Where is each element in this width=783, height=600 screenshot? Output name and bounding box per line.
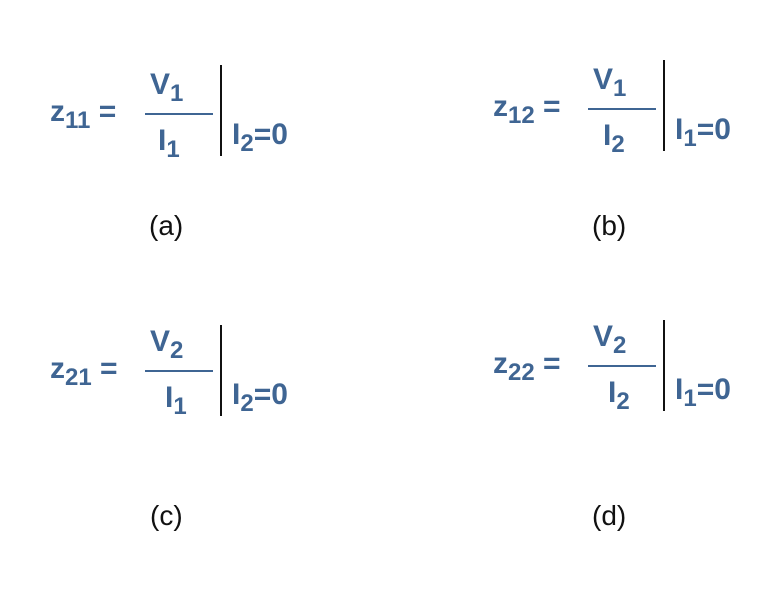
fraction-line [588, 108, 656, 110]
condition: I2=0 [232, 378, 288, 418]
num-symbol: V [150, 325, 171, 358]
cond-value: =0 [253, 118, 288, 151]
num-symbol: V [593, 320, 614, 353]
lhs-subscript: 12 [508, 102, 535, 129]
fraction-line [145, 113, 213, 115]
cond-subscript: 2 [240, 390, 254, 417]
numerator: V2 [593, 320, 626, 360]
caption-a: (a) [149, 210, 184, 241]
den-subscript: 1 [166, 136, 180, 163]
num-symbol: V [150, 68, 171, 101]
lhs: z12 = [493, 90, 561, 130]
lhs-symbol: z [493, 347, 508, 380]
caption-c: (c) [150, 500, 183, 531]
lhs: z11 = [50, 95, 116, 135]
cond-subscript: 1 [683, 385, 697, 412]
lhs-subscript: 11 [65, 107, 91, 134]
lhs: z22 = [493, 347, 561, 387]
numerator: V1 [593, 63, 626, 103]
numerator: V1 [150, 68, 183, 108]
equals-sign: = [90, 95, 117, 128]
denominator: I1 [165, 381, 187, 421]
cond-symbol: I [232, 118, 241, 151]
equals-sign: = [534, 90, 561, 123]
condition: I1=0 [675, 113, 731, 153]
evaluation-bar [220, 325, 222, 416]
cond-symbol: I [675, 113, 684, 146]
condition: I2=0 [232, 118, 288, 158]
den-symbol: I [165, 381, 174, 414]
condition: I1=0 [675, 373, 731, 413]
lhs-symbol: z [493, 90, 508, 123]
lhs-subscript: 21 [65, 364, 92, 391]
lhs-symbol: z [50, 95, 65, 128]
cond-value: =0 [253, 378, 288, 411]
denominator: I1 [158, 124, 180, 164]
den-subscript: 1 [173, 393, 187, 420]
num-subscript: 1 [170, 80, 184, 107]
den-subscript: 2 [611, 131, 625, 158]
numerator: V2 [150, 325, 183, 365]
num-symbol: V [593, 63, 614, 96]
evaluation-bar [663, 60, 665, 151]
den-symbol: I [158, 124, 167, 157]
denominator: I2 [608, 376, 630, 416]
num-subscript: 2 [170, 337, 184, 364]
caption-d: (d) [592, 500, 627, 531]
cond-subscript: 1 [683, 125, 697, 152]
equals-sign: = [534, 347, 561, 380]
lhs-subscript: 22 [508, 359, 535, 386]
lhs: z21 = [50, 352, 118, 392]
cond-symbol: I [675, 373, 684, 406]
lhs-symbol: z [50, 352, 65, 385]
denominator: I2 [603, 119, 625, 159]
cond-subscript: 2 [240, 130, 254, 157]
num-subscript: 1 [613, 75, 627, 102]
cond-value: =0 [696, 113, 731, 146]
den-symbol: I [603, 119, 612, 152]
cond-symbol: I [232, 378, 241, 411]
equals-sign: = [91, 352, 118, 385]
fraction-line [145, 370, 213, 372]
num-subscript: 2 [613, 332, 627, 359]
den-symbol: I [608, 376, 617, 409]
cond-value: =0 [696, 373, 731, 406]
den-subscript: 2 [616, 388, 630, 415]
caption-b: (b) [592, 210, 627, 241]
evaluation-bar [663, 320, 665, 411]
fraction-line [588, 365, 656, 367]
evaluation-bar [220, 65, 222, 156]
